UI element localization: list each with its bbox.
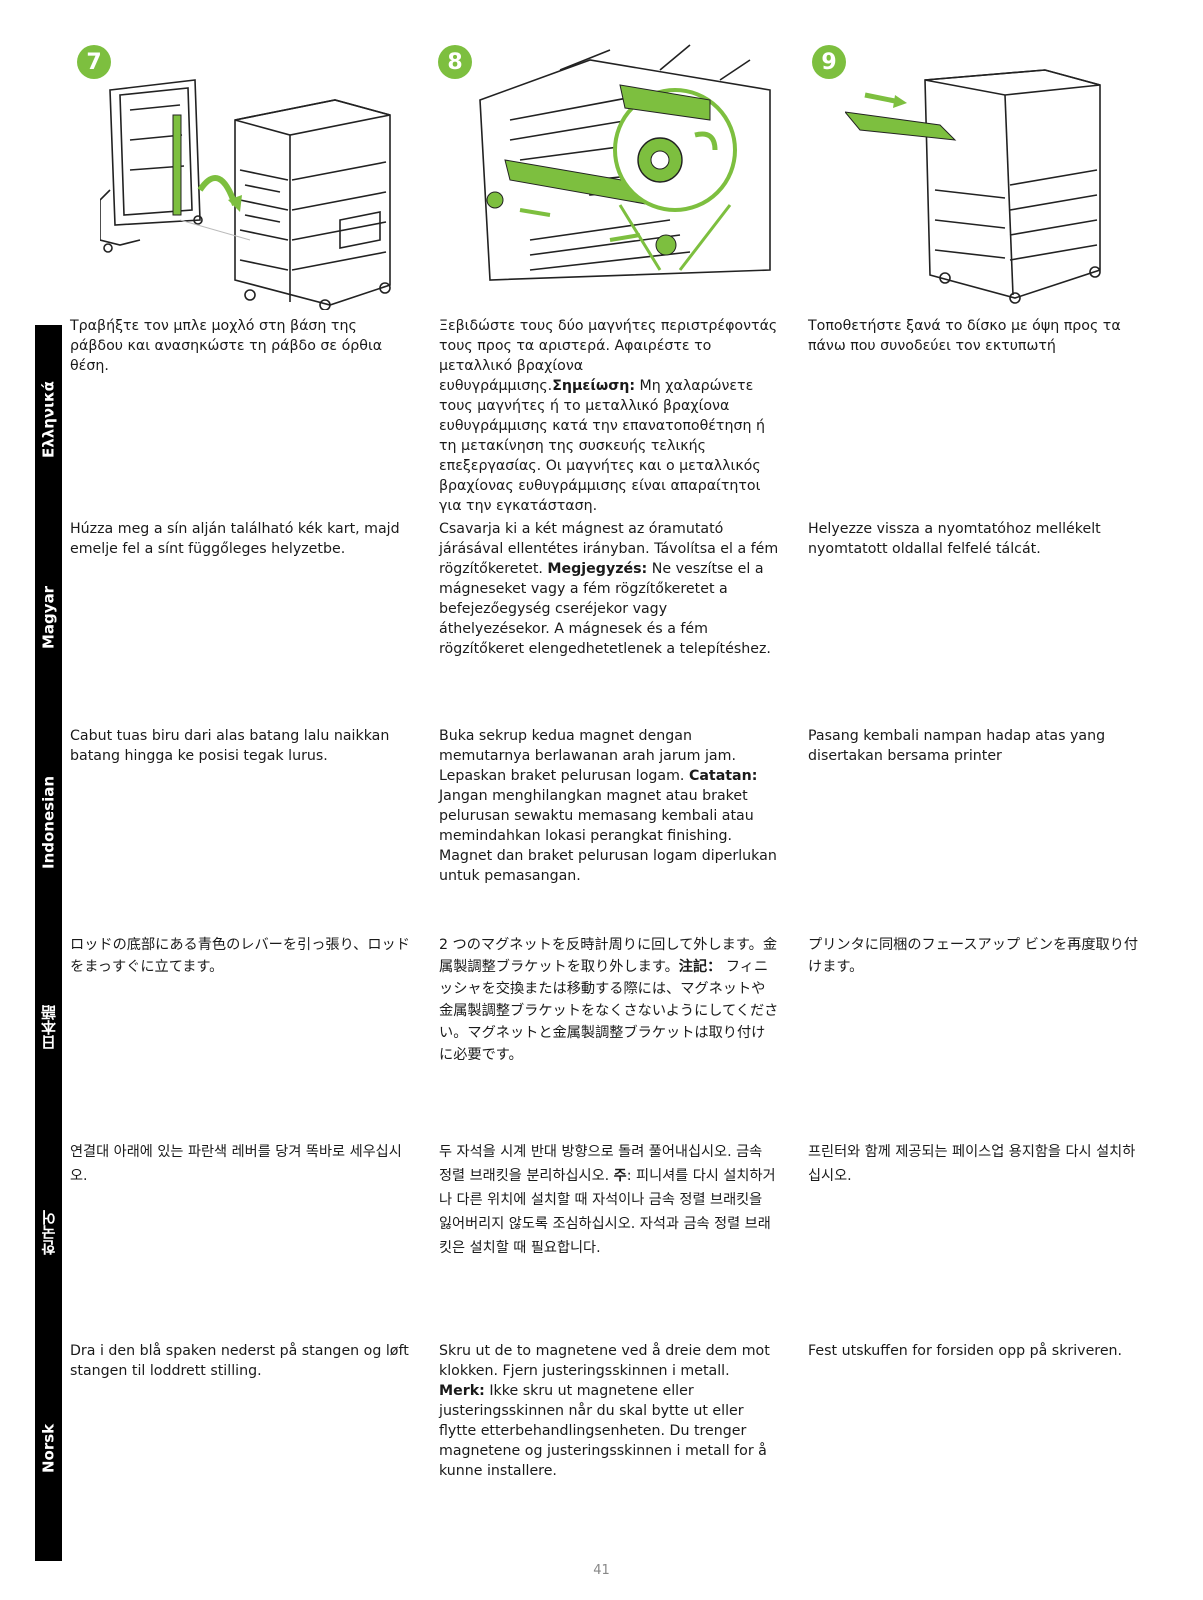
language-sidebar <box>35 325 62 1561</box>
lang-label-greek: Ελληνικά <box>39 381 58 459</box>
figure-step-8 <box>470 40 810 310</box>
figure-step-9 <box>845 40 1185 310</box>
face-up-tray-illustration <box>845 69 1101 304</box>
greek-step-9-text: Τοποθετήστε ξανά το δίσκο με όψη προς τα… <box>808 318 1121 354</box>
note-label: Σημείωση: <box>552 378 636 394</box>
korean-step-7-text: 연결대 아래에 있는 파란색 레버를 당겨 똑바로 세우십시오. <box>70 1144 402 1184</box>
japanese-step-9-text: プリンタに同梱のフェースアップ ビンを再度取り付けます。 <box>808 937 1139 975</box>
indonesian-step-8-text: Buka sekrup kedua magnet dengan memutarn… <box>439 728 777 884</box>
page-number: 41 <box>593 1563 610 1578</box>
magnet-bracket-illustration <box>479 44 771 281</box>
hungarian-step-9-text: Helyezze vissza a nyomtatóhoz mellékelt … <box>808 521 1101 557</box>
norwegian-step-9-text: Fest utskuffen for forsiden opp på skriv… <box>808 1343 1123 1359</box>
indonesian-step-7-text: Cabut tuas biru dari alas batang lalu na… <box>70 728 390 764</box>
step-9-badge: 9 <box>812 45 846 79</box>
note-label: Catatan: <box>688 768 758 784</box>
lang-label-norwegian: Norsk <box>39 1423 58 1473</box>
lang-label-hungarian: Magyar <box>39 585 58 650</box>
lang-label-japanese: 日本語 <box>40 1005 58 1050</box>
finisher-rod-illustration <box>100 79 391 310</box>
norwegian-step-8-text: Skru ut de to magnetene ved å dreie dem … <box>439 1343 770 1479</box>
note-label: Merk: <box>439 1383 485 1399</box>
korean-step-8-text: 두 자석을 시계 반대 방향으로 돌려 풀어내십시오. 금속 정렬 브래킷을 분… <box>439 1144 776 1256</box>
note-label: Megjegyzés: <box>547 561 648 577</box>
japanese-step-7-text: ロッドの底部にある青色のレバーを引っ張り、ロッドをまっすぐに立てます。 <box>70 937 410 975</box>
figure-step-7 <box>100 40 440 310</box>
korean-step-9-text: 프린터와 함께 제공되는 페이스업 용지함을 다시 설치하십시오. <box>808 1144 1136 1184</box>
norwegian-step-7-text: Dra i den blå spaken nederst på stangen … <box>70 1343 409 1379</box>
step-8-badge: 8 <box>438 45 472 79</box>
greek-step-8-text: Ξεβιδώστε τους δύο μαγνήτες περιστρέφοντ… <box>439 318 778 514</box>
lang-label-korean: 한국어 <box>40 1210 58 1255</box>
lang-label-indonesian: Indonesian <box>39 775 58 870</box>
hungarian-step-7-text: Húzza meg a sín alján található kék kart… <box>70 521 400 557</box>
note-label: 注記： <box>678 959 722 975</box>
japanese-step-8-text: 2 つのマグネットを反時計周りに回して外します。金属製調整ブラケットを取り外しま… <box>439 937 779 1063</box>
indonesian-step-9-text: Pasang kembali nampan hadap atas yang di… <box>808 728 1106 764</box>
note-label: 주 <box>613 1168 627 1184</box>
greek-step-7-text: Τραβήξτε τον μπλε μοχλό στη βάση της ράβ… <box>70 318 383 374</box>
hungarian-step-8-text: Csavarja ki a két mágnest az óramutató j… <box>439 521 779 657</box>
step-7-badge: 7 <box>77 45 111 79</box>
